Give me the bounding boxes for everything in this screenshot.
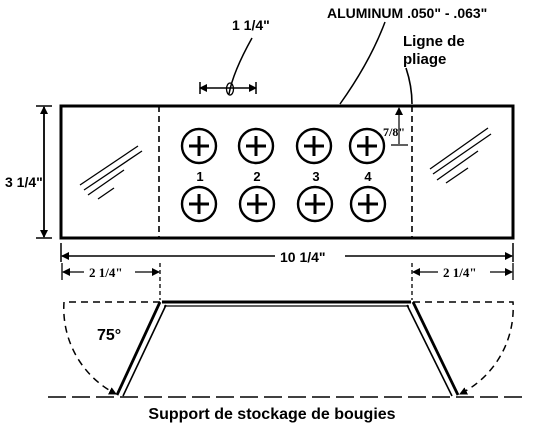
profile-left-leg bbox=[115, 301, 167, 397]
plate-outline bbox=[59, 104, 515, 240]
hole-4-top bbox=[348, 127, 386, 165]
dim-right-fold bbox=[411, 263, 514, 300]
hole-2-top bbox=[237, 127, 275, 165]
holes-bottom-row bbox=[180, 185, 387, 223]
dim-hole-offset-label: 7/8" bbox=[383, 125, 405, 139]
hole-2-bottom bbox=[238, 185, 276, 223]
hole-number-1: 1 bbox=[196, 169, 203, 184]
swing-arc-left bbox=[63, 301, 160, 395]
diagram-caption: Support de stockage de bougies bbox=[148, 406, 395, 423]
material-leader bbox=[339, 21, 386, 105]
fold-label-line1: Ligne de bbox=[403, 33, 465, 50]
hole-1-top bbox=[180, 127, 218, 165]
holes-top-row bbox=[180, 127, 386, 165]
hole-4-bottom bbox=[349, 185, 387, 223]
hatch-right bbox=[429, 127, 492, 184]
fold-label-line2: pliage bbox=[403, 51, 446, 68]
dim-height bbox=[36, 105, 52, 239]
profile-right-leg bbox=[406, 301, 460, 397]
hole-number-4: 4 bbox=[364, 169, 372, 184]
hole-3-bottom bbox=[296, 185, 334, 223]
dim-total-length bbox=[60, 243, 514, 262]
hole-1-bottom bbox=[180, 185, 218, 223]
hole-3-top bbox=[295, 127, 333, 165]
dim-left-fold-label: 2 1/4" bbox=[89, 265, 123, 280]
dim-top-width bbox=[199, 37, 257, 96]
hatch-left bbox=[79, 145, 143, 200]
hole-number-3: 3 bbox=[312, 169, 319, 184]
dim-total-length-label: 10 1/4" bbox=[280, 249, 326, 265]
fold-leader bbox=[405, 67, 413, 105]
hole-number-2: 2 bbox=[253, 169, 260, 184]
dim-height-label: 3 1/4" bbox=[5, 174, 43, 190]
angle-label: 75° bbox=[97, 327, 121, 344]
dim-left-fold bbox=[61, 263, 161, 300]
swing-arc-right bbox=[413, 301, 514, 395]
dim-hole-offset bbox=[391, 107, 408, 146]
dim-top-width-label: 1 1/4" bbox=[232, 17, 270, 33]
material-label: ALUMINUM .050" - .063" bbox=[327, 5, 487, 21]
dim-right-fold-label: 2 1/4" bbox=[443, 265, 477, 280]
